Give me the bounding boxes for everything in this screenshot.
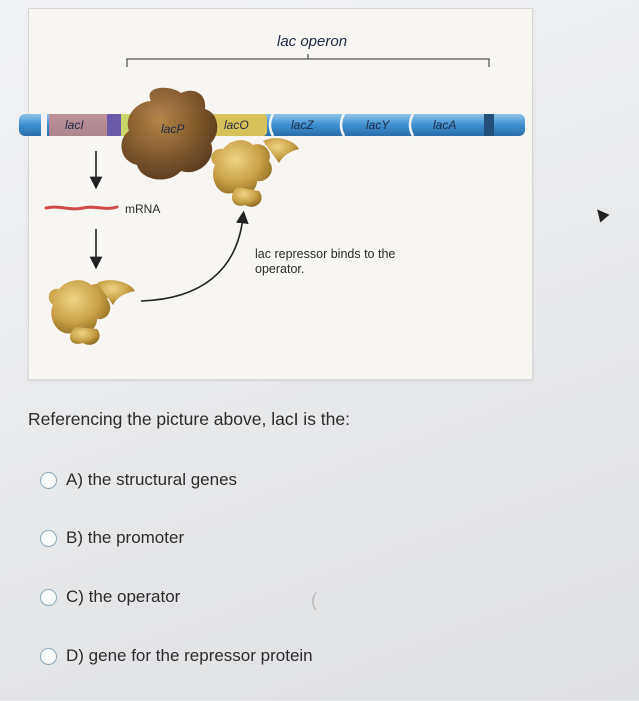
laca-separator <box>408 113 415 137</box>
repressor-binding-arrow <box>140 210 249 302</box>
option-c-radio[interactable] <box>40 588 57 606</box>
free-lac-repressor <box>48 280 135 345</box>
option-b-radio[interactable] <box>40 529 57 547</box>
laci-band <box>49 114 107 136</box>
gene-label-lacz: lacZ <box>291 118 314 132</box>
mrna-strand <box>44 205 119 211</box>
operon-bracket <box>126 58 490 67</box>
question-text: Referencing the picture above, lacI is t… <box>28 409 350 429</box>
option-c[interactable]: C) the operator <box>40 587 180 607</box>
gene-label-laca: lacA <box>433 118 457 132</box>
gene-label-laci: lacI <box>65 118 84 132</box>
gene-label-lacp: lacP <box>161 122 185 136</box>
spacer-band <box>107 114 121 136</box>
option-a-label: A) the structural genes <box>66 470 238 489</box>
gene-label-lacy: lacY <box>366 118 390 132</box>
gene-label-laco: lacO <box>224 118 249 132</box>
option-d[interactable]: D) gene for the repressor protein <box>40 646 313 666</box>
option-b-label: B) the promoter <box>66 528 185 547</box>
stray-mark: ( <box>311 590 317 610</box>
lacz-separator <box>268 113 275 137</box>
option-a[interactable]: A) the structural genes <box>40 470 237 490</box>
bound-lac-repressor <box>211 138 299 207</box>
rna-polymerase <box>121 87 218 180</box>
option-b[interactable]: B) the promoter <box>40 528 184 548</box>
repressor-caption: lac repressor binds to the operator. <box>255 247 396 276</box>
option-d-radio[interactable] <box>40 647 57 665</box>
dna-end-cap <box>484 114 494 136</box>
laco-band <box>211 114 267 136</box>
lac-operon-figure: lac operon lacI lacP lacO lacZ lacY lacA… <box>19 8 533 380</box>
option-a-radio[interactable] <box>40 471 57 489</box>
operon-title: lac operon <box>277 33 348 50</box>
laci-band-edge <box>41 114 47 136</box>
option-c-label: C) the operator <box>66 587 181 606</box>
mrna-label: mRNA <box>125 202 161 216</box>
option-d-label: D) gene for the repressor protein <box>66 646 313 665</box>
lacy-separator <box>339 113 346 137</box>
